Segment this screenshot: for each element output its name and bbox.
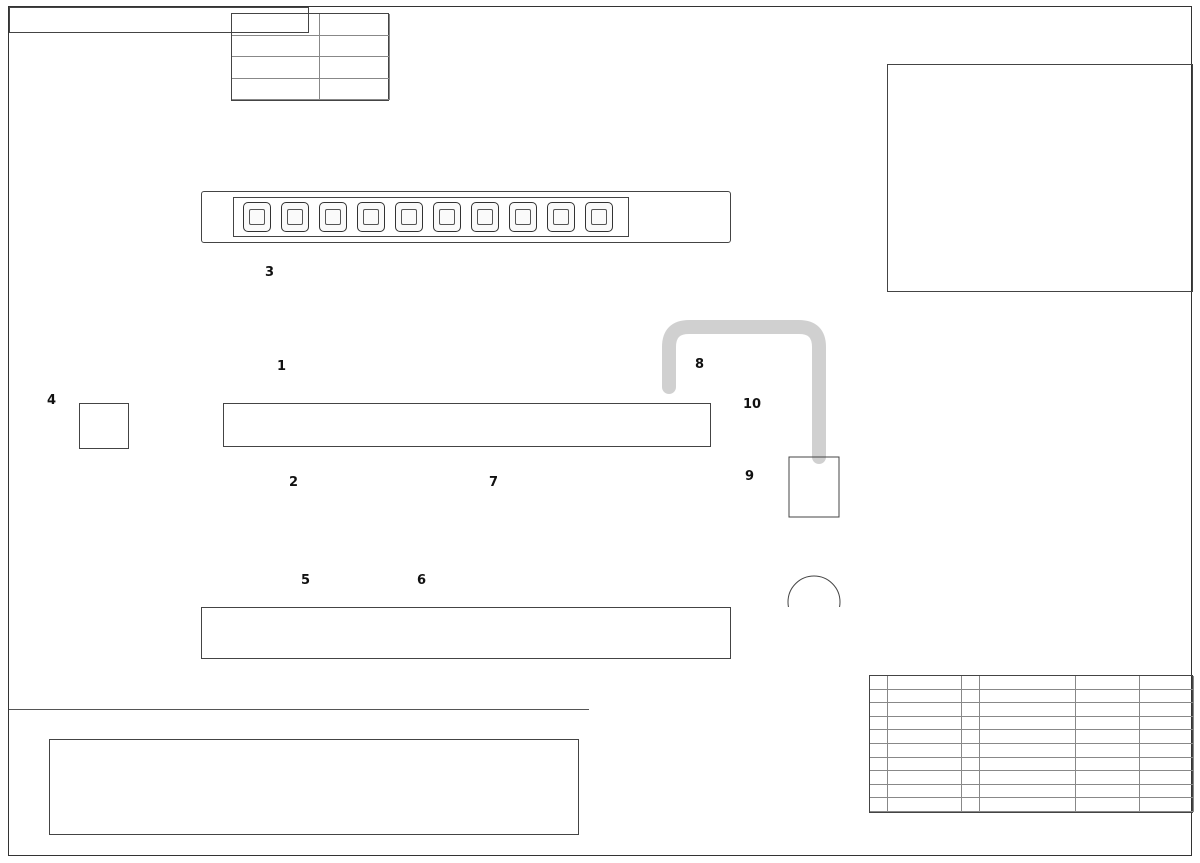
parts-list-table xyxy=(869,675,1194,813)
outlet-icon xyxy=(281,202,309,232)
drawing-sheet: 3 1 2 7 4 8 10 9 5 6 xyxy=(8,6,1194,856)
callout-3: 3 xyxy=(265,265,275,280)
callout-6: 6 xyxy=(417,573,427,588)
callout-10: 10 xyxy=(743,397,762,412)
outlet-strip xyxy=(233,197,629,237)
callout-4: 4 xyxy=(47,393,57,408)
outlet-icon xyxy=(319,202,347,232)
outlet-icon xyxy=(471,202,499,232)
outlet-icon xyxy=(395,202,423,232)
outlet-icon xyxy=(585,202,613,232)
callout-2: 2 xyxy=(289,475,299,490)
callout-7: 7 xyxy=(489,475,499,490)
callout-8: 8 xyxy=(695,357,705,372)
bottom-view xyxy=(201,607,731,659)
outlet-icon xyxy=(243,202,271,232)
title-block xyxy=(9,7,309,33)
pin-layout-panel xyxy=(887,64,1193,292)
outlet-icon xyxy=(433,202,461,232)
callout-5: 5 xyxy=(301,573,311,588)
end-view xyxy=(79,403,129,449)
outlet-icon xyxy=(547,202,575,232)
callout-1: 1 xyxy=(277,359,287,374)
outlet-icon xyxy=(509,202,537,232)
variant-table xyxy=(231,13,390,101)
circuit-divider xyxy=(9,709,589,710)
pdu-front-view xyxy=(201,191,731,243)
circuit-diagram xyxy=(49,739,579,835)
cable-and-plug xyxy=(662,320,841,607)
side-view xyxy=(223,403,711,447)
outlet-icon xyxy=(357,202,385,232)
callout-9: 9 xyxy=(745,469,755,484)
